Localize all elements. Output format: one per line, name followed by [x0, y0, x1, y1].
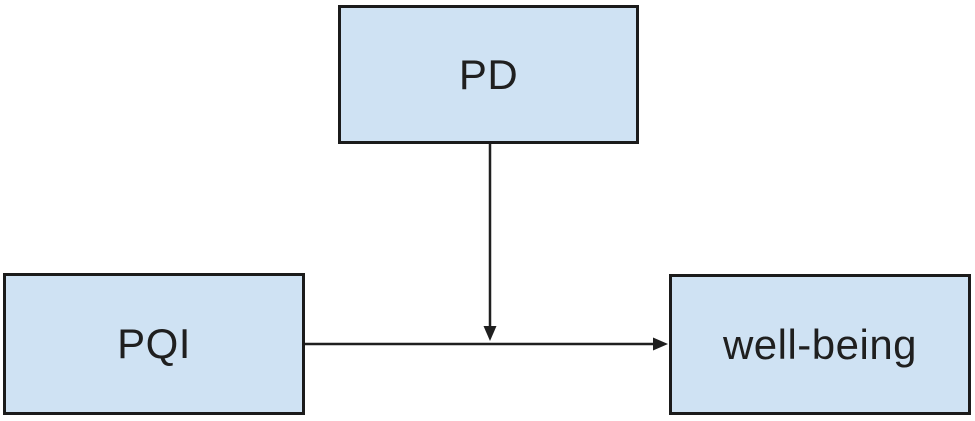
arrow-pqi-to-wellbeing: [305, 337, 668, 351]
node-wellbeing-label: well-being: [722, 320, 918, 368]
node-pqi: PQI: [3, 273, 305, 415]
node-pd-label: PD: [458, 50, 519, 98]
node-pqi-label: PQI: [117, 320, 191, 367]
arrowhead-right-icon: [653, 337, 668, 351]
node-pd: PD: [338, 5, 639, 144]
arrowhead-down-icon: [483, 326, 497, 341]
arrow-pd-to-path: [483, 144, 497, 341]
node-wellbeing: well-being: [669, 274, 971, 415]
